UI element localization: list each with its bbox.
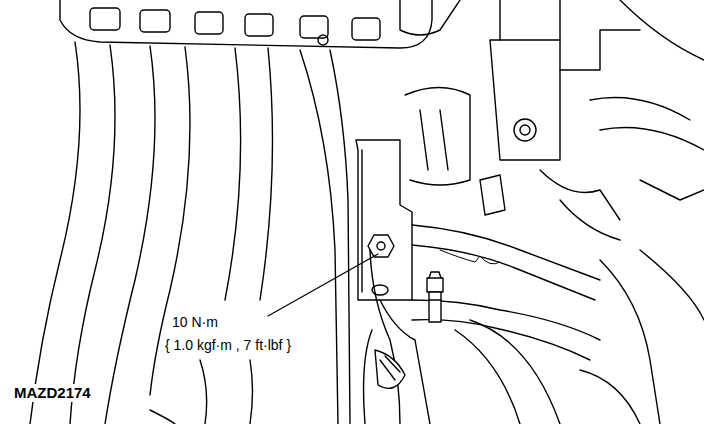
figure-code: MAZD2174 (12, 384, 93, 402)
torque-value: 10 N·m (170, 314, 220, 331)
torque-conversion: { 1.0 kgf·m , 7 ft·lbf } (163, 337, 293, 354)
